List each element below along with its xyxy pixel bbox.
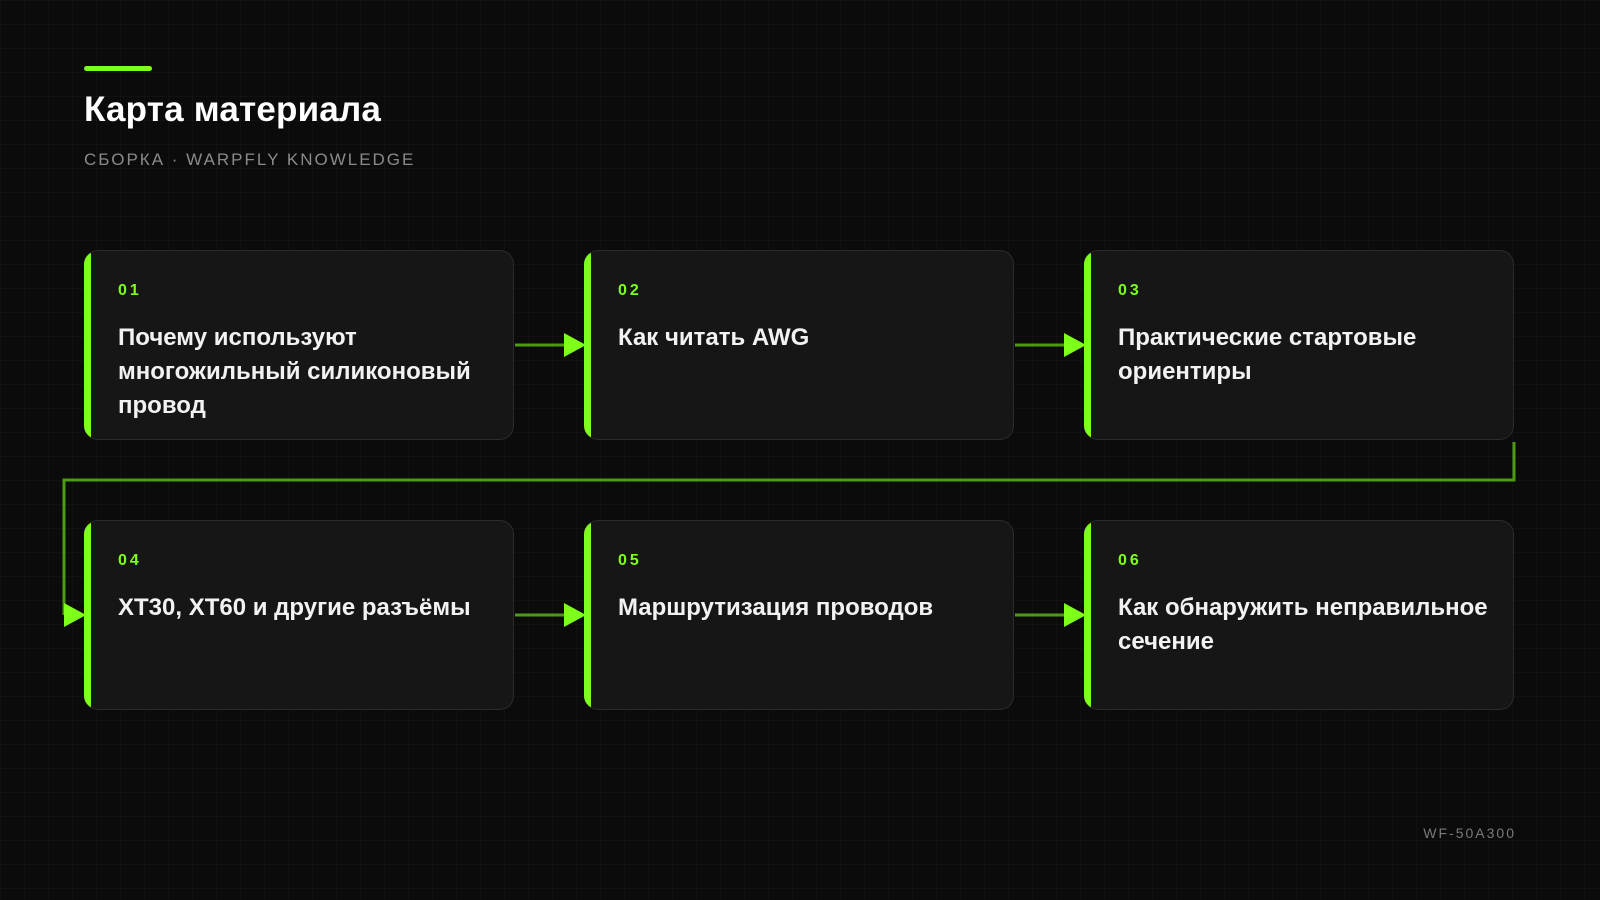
step-card-05: 05 Маршрутизация проводов bbox=[584, 520, 1014, 710]
step-number: 06 bbox=[1118, 552, 1142, 569]
step-number: 02 bbox=[618, 282, 642, 299]
step-title: Практические стартовые ориентиры bbox=[1118, 324, 1417, 385]
step-title: Почему используют многожильный силиконов… bbox=[118, 324, 471, 419]
step-card-06: 06 Как обнаружить неправильное сечение bbox=[1084, 520, 1514, 710]
step-title: Как читать AWG bbox=[618, 324, 810, 351]
step-title: Как обнаружить неправильное сечение bbox=[1118, 594, 1488, 655]
page-subtitle: СБОРКА · WARPFLY KNOWLEDGE bbox=[84, 150, 416, 169]
step-card-03: 03 Практические стартовые ориентиры bbox=[1084, 250, 1514, 440]
title-accent-bar bbox=[84, 66, 152, 71]
step-card-01: 01 Почему используют многожильный силико… bbox=[84, 250, 514, 440]
page-title: Карта материала bbox=[84, 90, 382, 129]
step-card-04: 04 XT30, XT60 и другие разъёмы bbox=[84, 520, 514, 710]
step-title: Маршрутизация проводов bbox=[618, 594, 934, 621]
step-title: XT30, XT60 и другие разъёмы bbox=[118, 594, 471, 621]
step-number: 03 bbox=[1118, 282, 1142, 299]
step-number: 05 bbox=[618, 552, 642, 569]
step-number: 04 bbox=[118, 552, 142, 569]
arrowhead-02-03 bbox=[1064, 333, 1086, 357]
arrowhead-01-02 bbox=[564, 333, 586, 357]
footer-code: WF-50A300 bbox=[1423, 825, 1516, 841]
arrowhead-05-06 bbox=[1064, 603, 1086, 627]
arrowhead-04-05 bbox=[564, 603, 586, 627]
step-card-02: 02 Как читать AWG bbox=[584, 250, 1014, 440]
arrowhead-03-04 bbox=[64, 603, 86, 627]
step-number: 01 bbox=[118, 282, 142, 299]
